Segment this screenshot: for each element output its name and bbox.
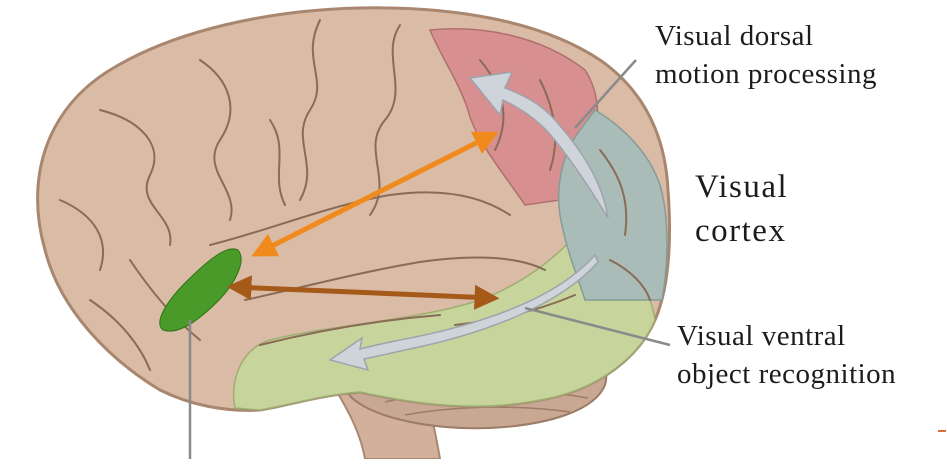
cortex-label-line1: Visual <box>695 165 788 209</box>
dorsal-label-line2: motion processing <box>655 57 877 91</box>
cortex-label-line2: cortex <box>695 209 786 253</box>
ventral-label-line1: Visual ventral <box>677 319 846 353</box>
dorsal-label-line1: Visual dorsal <box>655 19 814 53</box>
ventral-label-line2: object recognition <box>677 357 896 391</box>
